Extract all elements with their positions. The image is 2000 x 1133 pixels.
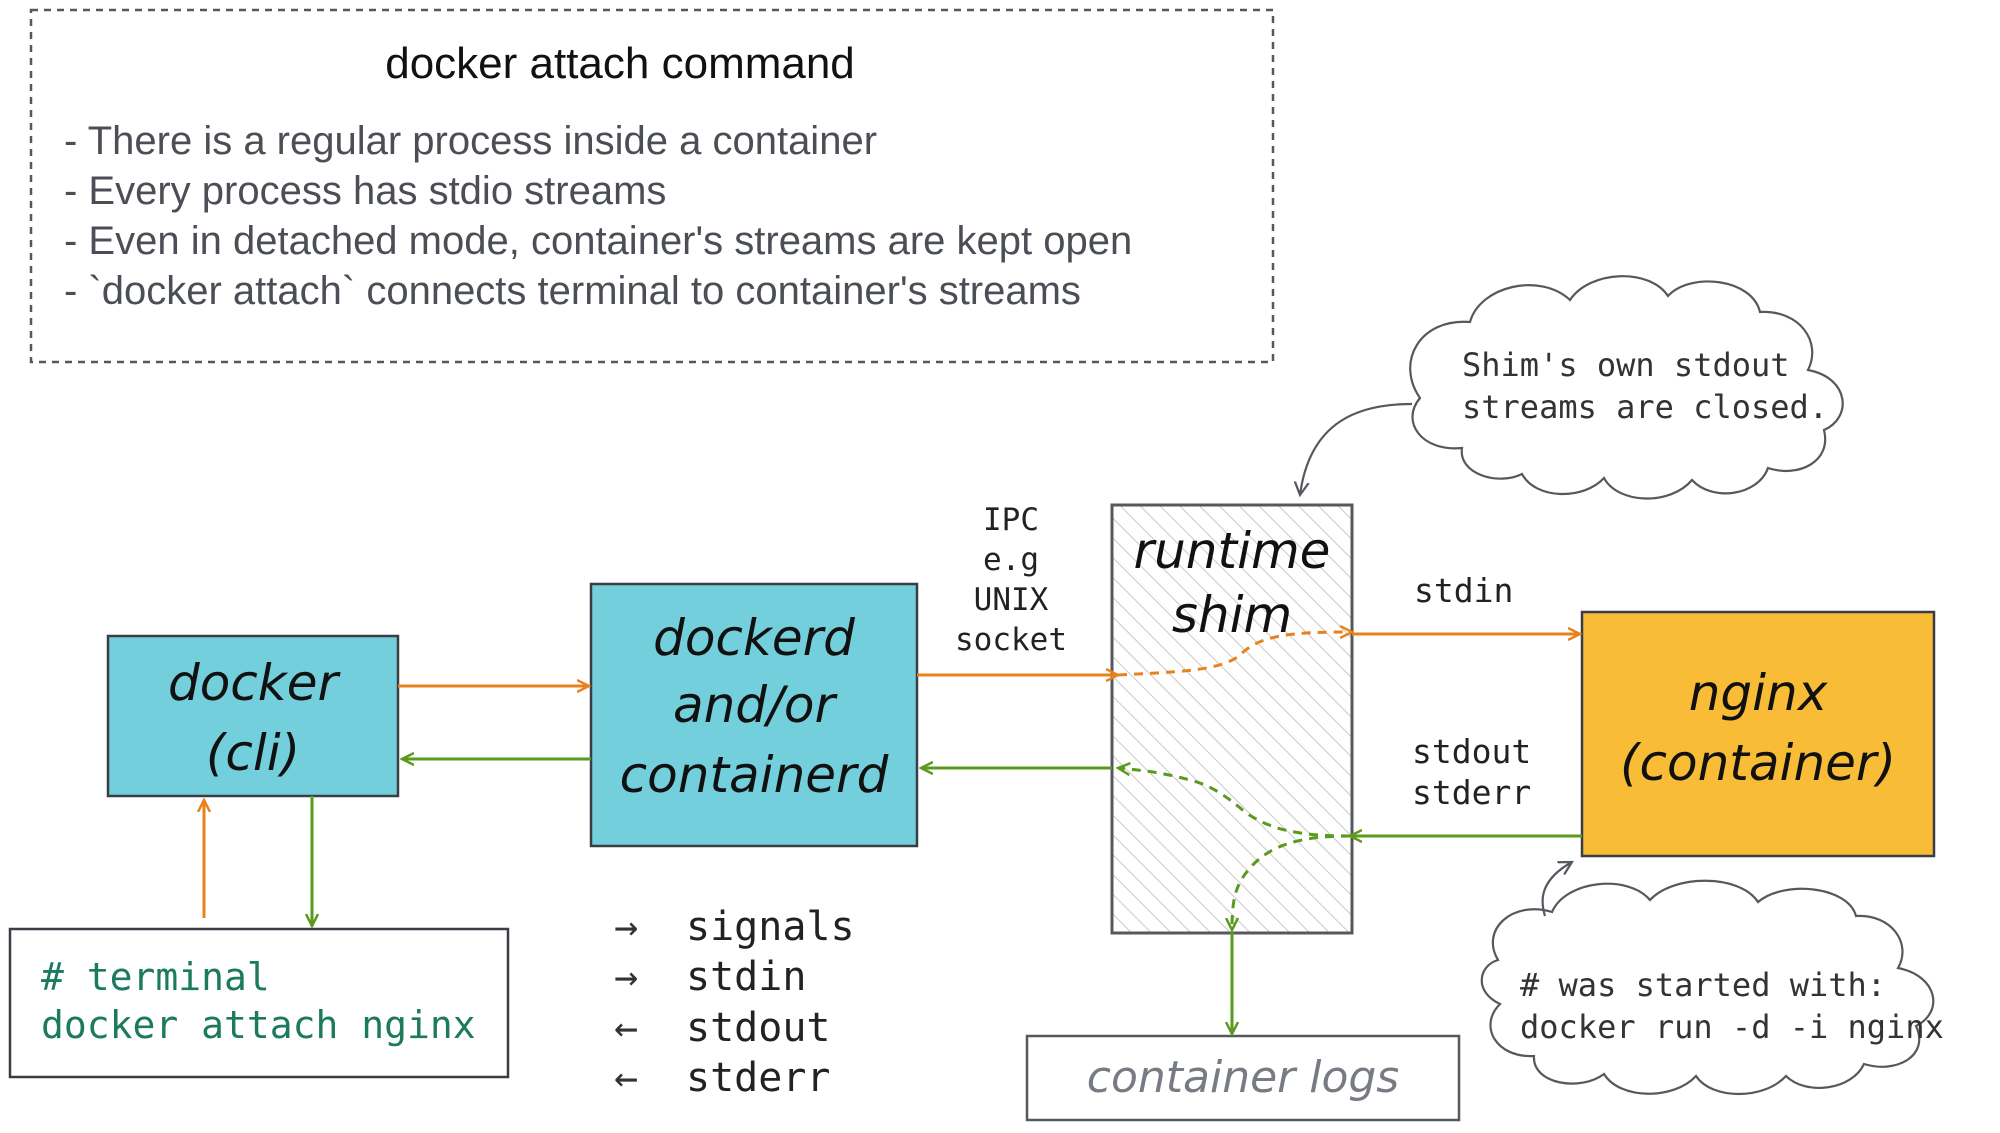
docker-cli-box [106, 634, 400, 798]
info-bullet-2: - Every process has stdio streams [64, 169, 666, 213]
stdin-label: stdin [1414, 571, 1513, 610]
docker-cli-label: docker [168, 654, 342, 712]
ipc-line-2: e.g [983, 542, 1039, 578]
legend-arrow-signals: → [614, 904, 638, 950]
container-logs-box [1025, 1034, 1461, 1122]
nginx-box [1580, 610, 1936, 858]
info-bullet-3: - Even in detached mode, container's str… [64, 219, 1132, 263]
legend-label-stdin: stdin [686, 954, 806, 1000]
stderr-label: stderr [1412, 773, 1531, 812]
dockerd-node: dockerd and/or containerd [589, 582, 919, 848]
ipc-line-3: UNIX [974, 582, 1049, 618]
legend-arrow-stderr: ← [614, 1055, 638, 1101]
ipc-line-4: socket [955, 622, 1067, 658]
legend-arrow-stdout: ← [614, 1005, 638, 1051]
nginx-note-line-1: # was started with: [1520, 966, 1886, 1004]
dockerd-label: dockerd [653, 609, 855, 667]
shim-note-line-1: Shim's own stdout [1462, 346, 1790, 384]
terminal-comment: # terminal [41, 955, 270, 999]
shim-note-cloud: Shim's own stdout streams are closed. [1300, 275, 1844, 500]
info-bullet-1: - There is a regular process inside a co… [64, 119, 877, 163]
legend-label-signals: signals [686, 904, 855, 950]
info-box-title: docker attach command [385, 39, 855, 88]
arrow-shim-internal-stdout [1118, 768, 1351, 838]
dockerd-and-or: and/or [673, 676, 839, 734]
terminal-node: # terminal docker attach nginx [8, 927, 510, 1079]
shim-note-cloud-shape [1409, 275, 1844, 500]
nginx-note-cloud-shape [1480, 879, 1935, 1095]
shim-note-pointer [1300, 402, 1413, 495]
nginx-sublabel: (container) [1620, 734, 1896, 792]
terminal-box [8, 927, 510, 1079]
arrow-shim-internal-logs [1232, 834, 1351, 930]
docker-cli-node: docker (cli) [106, 634, 400, 798]
legend-arrow-stdin: → [614, 954, 638, 1000]
nginx-label: nginx [1689, 664, 1828, 722]
container-logs-label: container logs [1087, 1052, 1399, 1103]
arrow-shim-internal-stdin [1117, 632, 1352, 677]
terminal-command: docker attach nginx [41, 1003, 476, 1047]
nginx-note-cloud: # was started with: docker run -d -i ngi… [1480, 862, 1944, 1095]
nginx-node: nginx (container) [1580, 610, 1936, 858]
legend-label-stdout: stdout [686, 1005, 831, 1051]
stdout-label: stdout [1412, 732, 1531, 771]
ipc-label: IPC e.g UNIX socket [955, 502, 1067, 658]
info-box-frame [29, 8, 1275, 364]
runtime-shim-label: runtime [1134, 522, 1331, 580]
info-box: docker attach command - There is a regul… [29, 8, 1275, 364]
runtime-shim-sublabel: shim [1172, 586, 1292, 644]
nginx-note-line-2: docker run -d -i nginx [1520, 1008, 1944, 1046]
containerd-label: containerd [620, 746, 889, 804]
dockerd-box [589, 582, 919, 848]
nginx-note-pointer [1541, 862, 1572, 917]
legend: → signals → stdin ← stdout ← stderr [614, 904, 855, 1101]
legend-label-stderr: stderr [686, 1055, 831, 1101]
info-bullet-4: - `docker attach` connects terminal to c… [64, 269, 1081, 313]
docker-cli-sublabel: (cli) [206, 724, 300, 782]
shim-note-line-2: streams are closed. [1462, 388, 1828, 426]
ipc-line-1: IPC [983, 502, 1039, 538]
container-logs-node: container logs [1025, 1034, 1461, 1122]
runtime-shim-node: runtime shim [1110, 503, 1354, 935]
